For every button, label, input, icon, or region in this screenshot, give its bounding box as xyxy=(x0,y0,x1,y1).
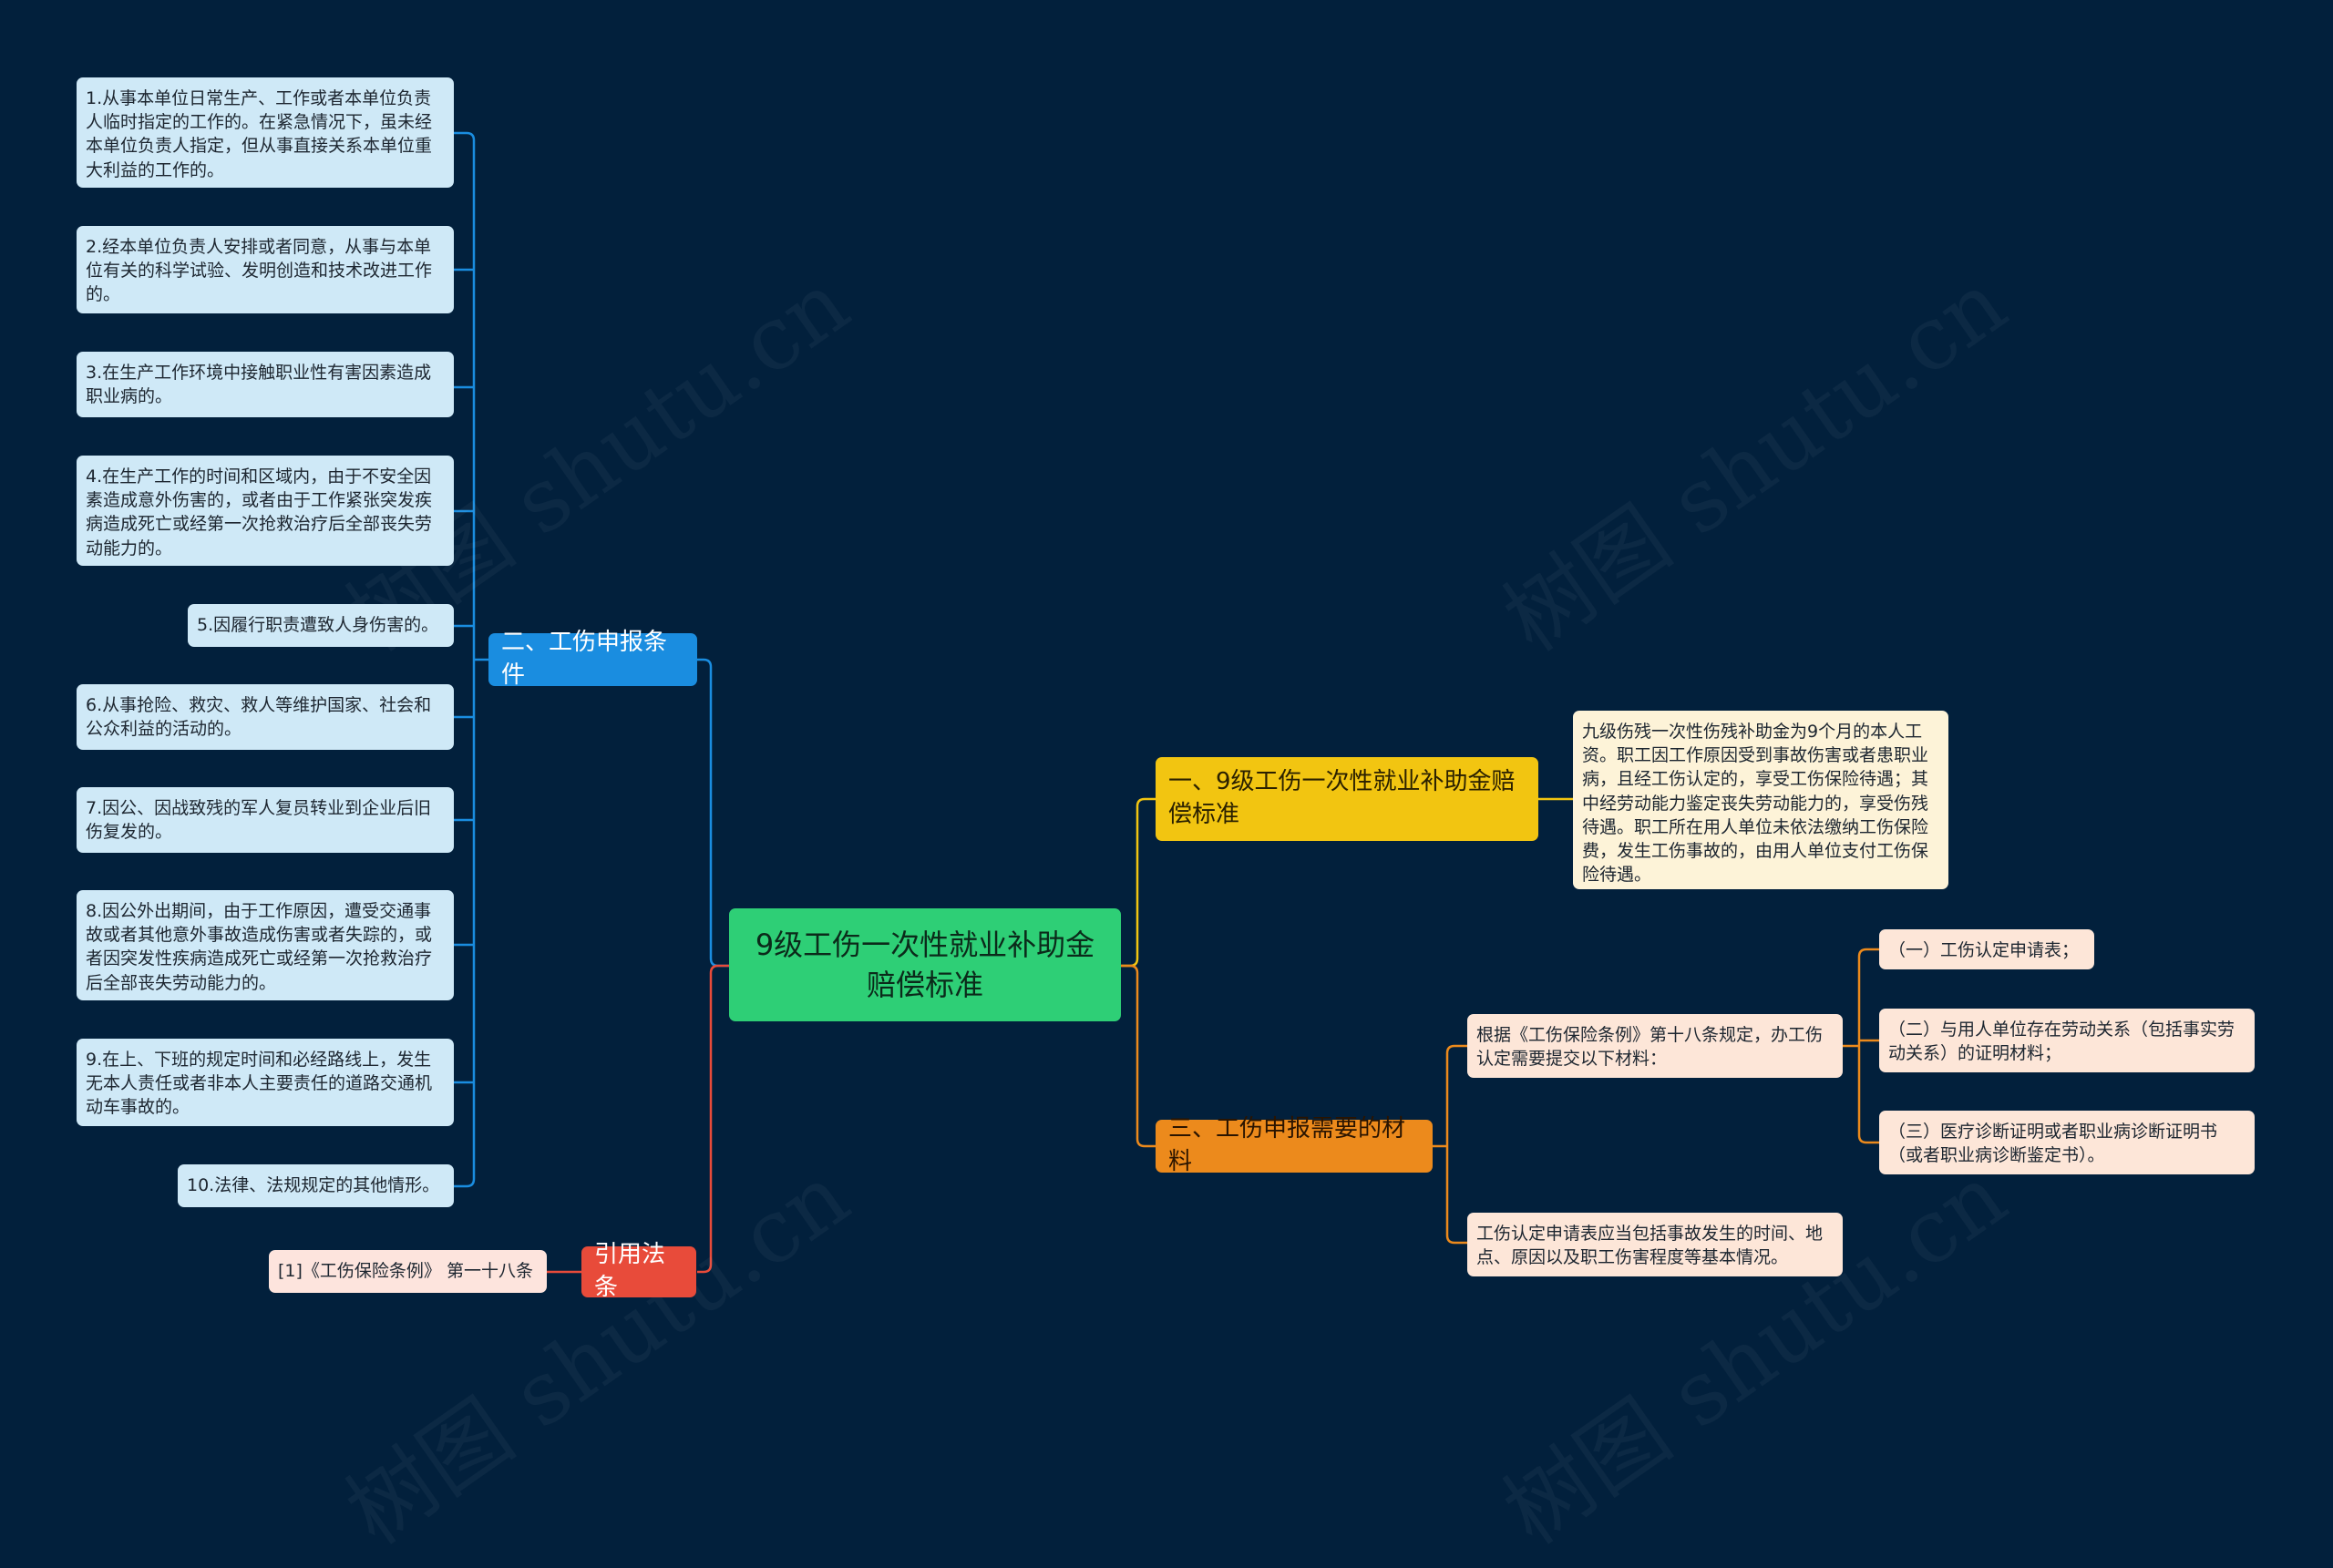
condition-item-6[interactable]: 6.从事抢险、救灾、救人等维护国家、社会和公众利益的活动的。 xyxy=(77,684,454,750)
branch-conditions[interactable]: 二、工伤申报条件 xyxy=(488,629,697,689)
condition-item-2[interactable]: 2.经本单位负责人安排或者同意，从事与本单位有关的科学试验、发明创造和技术改进工… xyxy=(77,226,454,313)
branch-law[interactable]: 引用法条 xyxy=(581,1241,696,1301)
condition-item-9[interactable]: 9.在上、下班的规定时间和必经路线上，发生无本人责任或者非本人主要责任的道路交通… xyxy=(77,1039,454,1126)
material-item-1[interactable]: （一）工伤认定申请表； xyxy=(1879,929,2094,969)
connector-lines xyxy=(454,131,1879,1274)
branch-standard[interactable]: 一、9级工伤一次性就业补助金赔偿标准 xyxy=(1156,757,1538,841)
materials-intro[interactable]: 根据《工伤保险条例》第十八条规定，办工伤认定需要提交以下材料： xyxy=(1467,1014,1843,1078)
mind-map-canvas: 树图 shutu.cn 树图 shutu.cn 树图 shutu.cn 树图 s… xyxy=(77,77,2255,1563)
material-item-3[interactable]: （三）医疗诊断证明或者职业病诊断证明书（或者职业病诊断鉴定书）。 xyxy=(1879,1111,2255,1174)
root-node[interactable]: 9级工伤一次性就业补助金赔偿标准 xyxy=(729,908,1121,1021)
materials-note[interactable]: 工伤认定申请表应当包括事故发生的时间、地点、原因以及职工伤害程度等基本情况。 xyxy=(1467,1213,1843,1276)
condition-item-7[interactable]: 7.因公、因战致残的军人复员转业到企业后旧伤复发的。 xyxy=(77,787,454,853)
law-item-1[interactable]: [1]《工伤保险条例》 第一十八条 xyxy=(269,1250,547,1293)
standard-detail[interactable]: 九级伤残一次性伤残补助金为9个月的本人工资。职工因工作原因受到事故伤害或者患职业… xyxy=(1573,711,1948,889)
condition-item-4[interactable]: 4.在生产工作的时间和区域内，由于不安全因素造成意外伤害的，或者由于工作紧张突发… xyxy=(77,456,454,566)
condition-item-10[interactable]: 10.法律、法规规定的其他情形。 xyxy=(178,1164,454,1207)
branch-materials[interactable]: 三、工伤申报需要的材料 xyxy=(1156,1115,1433,1175)
condition-item-5[interactable]: 5.因履行职责遭致人身伤害的。 xyxy=(188,604,454,647)
condition-item-3[interactable]: 3.在生产工作环境中接触职业性有害因素造成职业病的。 xyxy=(77,352,454,417)
condition-item-8[interactable]: 8.因公外出期间，由于工作原因，遭受交通事故或者其他意外事故造成伤害或者失踪的，… xyxy=(77,890,454,1000)
condition-item-1[interactable]: 1.从事本单位日常生产、工作或者本单位负责人临时指定的工作的。在紧急情况下，虽未… xyxy=(77,77,454,188)
material-item-2[interactable]: （二）与用人单位存在劳动关系（包括事实劳动关系）的证明材料； xyxy=(1879,1009,2255,1072)
